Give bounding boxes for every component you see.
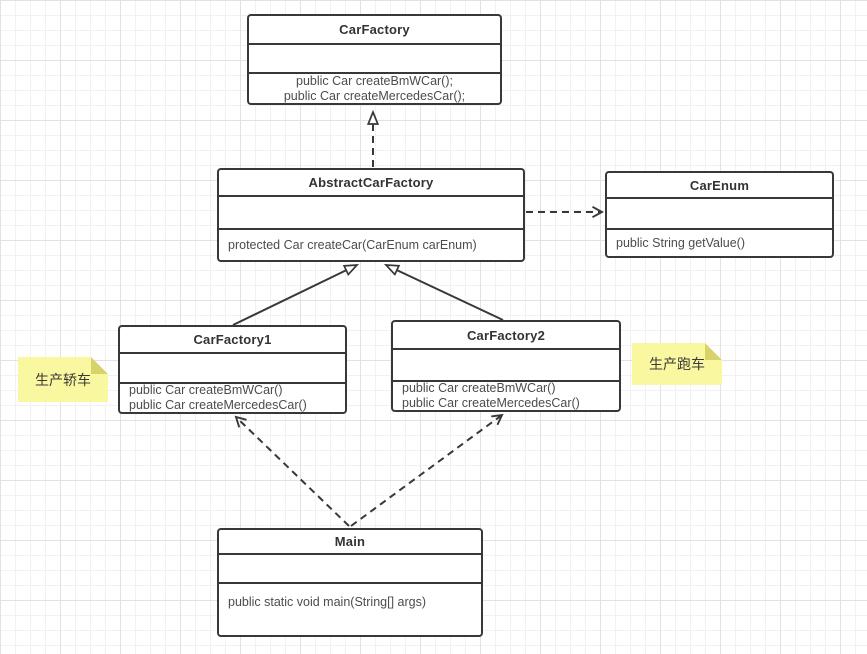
- class-attributes-empty: [219, 555, 481, 584]
- method-label: public Car createBmWCar(): [129, 384, 283, 397]
- class-title: CarFactory1: [120, 327, 345, 354]
- class-attributes-empty: [219, 197, 523, 230]
- method-label: public static void main(String[] args): [228, 595, 426, 609]
- class-carfactory2[interactable]: CarFactory2 public Car createBmWCar() pu…: [391, 320, 621, 412]
- method-label: public Car createMercedesCar(): [402, 396, 580, 410]
- class-title: CarEnum: [607, 173, 832, 199]
- class-methods: public String getValue(): [607, 230, 832, 256]
- class-abstractcarfactory[interactable]: AbstractCarFactory protected Car createC…: [217, 168, 525, 262]
- class-carfactory[interactable]: CarFactory public Car createBmWCar(); pu…: [247, 14, 502, 105]
- class-attributes-empty: [607, 199, 832, 230]
- class-carenum[interactable]: CarEnum public String getValue(): [605, 171, 834, 258]
- method-label: public Car createMercedesCar(): [129, 398, 307, 412]
- method-label: protected Car createCar(CarEnum carEnum): [228, 237, 477, 252]
- class-methods: public Car createBmWCar() public Car cre…: [393, 382, 619, 410]
- sticky-note-sportscar[interactable]: 生产跑车: [632, 343, 722, 385]
- class-attributes-empty: [393, 350, 619, 382]
- class-attributes-empty: [249, 45, 500, 74]
- note-text: 生产跑车: [649, 356, 705, 372]
- class-methods: public static void main(String[] args): [219, 584, 481, 635]
- class-title: Main: [219, 530, 481, 555]
- method-label: public Car createMercedesCar();: [283, 88, 466, 103]
- class-methods: protected Car createCar(CarEnum carEnum): [219, 230, 523, 260]
- arrow-dependency-main-to-carfactory2[interactable]: [350, 415, 502, 527]
- note-text: 生产轿车: [35, 371, 91, 388]
- method-label: public String getValue(): [616, 235, 746, 250]
- method-label: public Car createBmWCar();: [296, 74, 453, 88]
- class-carfactory1[interactable]: CarFactory1 public Car createBmWCar() pu…: [118, 325, 347, 414]
- class-title: CarFactory: [249, 16, 500, 45]
- arrow-generalization-carfactory1-to-abstractcarfactory[interactable]: [232, 265, 357, 326]
- class-methods: public Car createBmWCar() public Car cre…: [120, 384, 345, 412]
- arrow-dependency-main-to-carfactory1[interactable]: [236, 417, 350, 527]
- class-title: CarFactory2: [393, 322, 619, 350]
- method-label: public Car createBmWCar(): [402, 382, 556, 395]
- sticky-note-sedan[interactable]: 生产轿车: [18, 357, 108, 402]
- class-main[interactable]: Main public static void main(String[] ar…: [217, 528, 483, 637]
- class-methods: public Car createBmWCar(); public Car cr…: [249, 74, 500, 103]
- class-title: AbstractCarFactory: [219, 170, 523, 197]
- class-attributes-empty: [120, 354, 345, 384]
- arrow-generalization-carfactory2-to-abstractcarfactory[interactable]: [386, 265, 504, 321]
